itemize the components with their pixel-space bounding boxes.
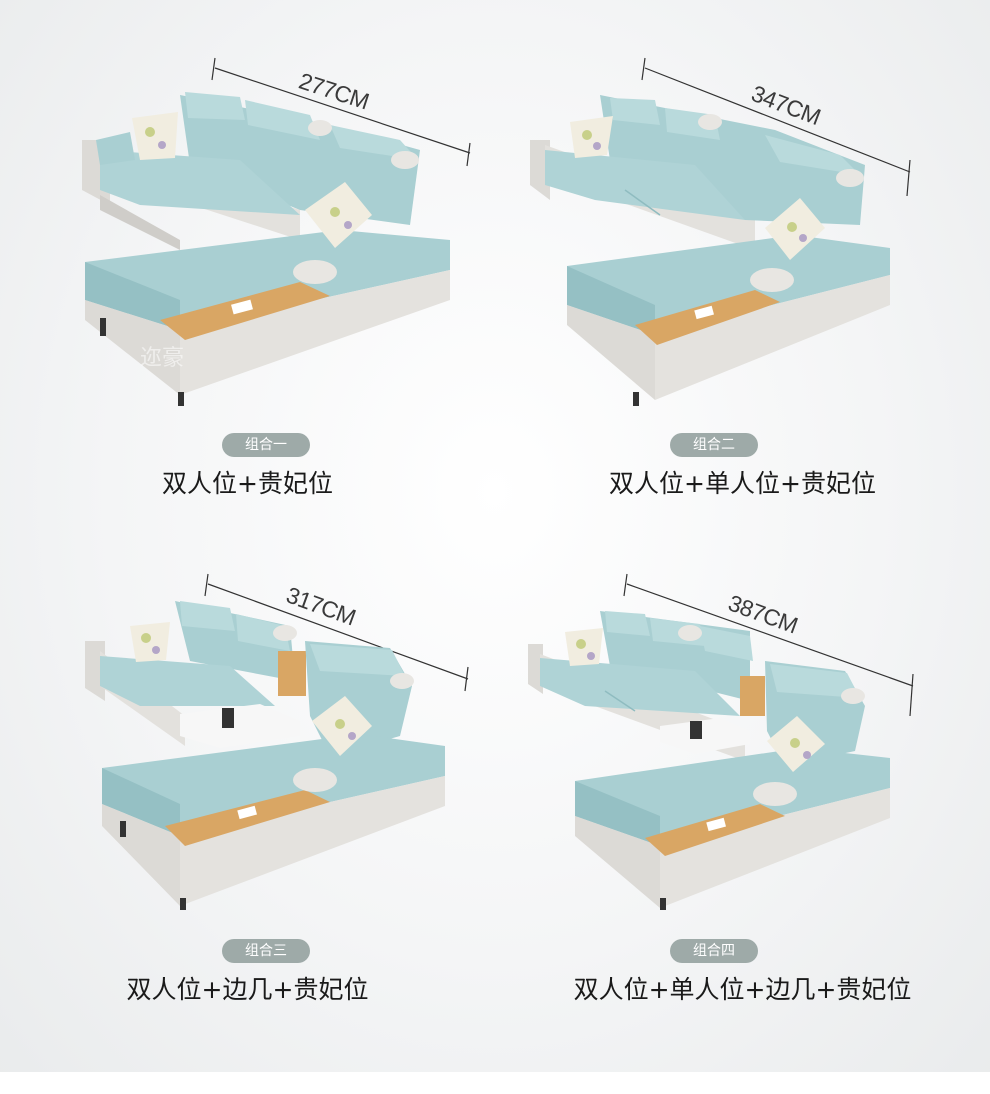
combo-caption: 双人位+单人位+贵妃位 [609, 469, 876, 498]
combo-3: 317CM 组合三 双人位+边几+贵妃位 [0, 536, 495, 1072]
combo-4: 387CM 组合四 双人位+单人位+边几+贵妃位 [495, 536, 990, 1072]
sofa-image [528, 573, 914, 910]
combo-badge: 组合二 [670, 433, 758, 457]
combo-2: 347CM 组合二 双人位+单人位+贵妃位 [495, 0, 990, 536]
combo-caption: 双人位+边几+贵妃位 [126, 975, 369, 1004]
sofa-image [82, 57, 471, 406]
combo-caption: 双人位+贵妃位 [162, 469, 333, 498]
combo-badge: 组合三 [222, 939, 310, 963]
bottom-strip [0, 1072, 990, 1094]
sofa-image [530, 57, 911, 406]
sofa-image [85, 573, 469, 910]
combo-badge: 组合一 [222, 433, 310, 457]
combo-1: 277CM 迩豪 组合一 双人位+贵妃位 [0, 0, 495, 536]
combo-caption: 双人位+单人位+边几+贵妃位 [573, 975, 912, 1004]
combo-badge: 组合四 [670, 939, 758, 963]
watermark-text: 迩豪 [140, 346, 185, 371]
